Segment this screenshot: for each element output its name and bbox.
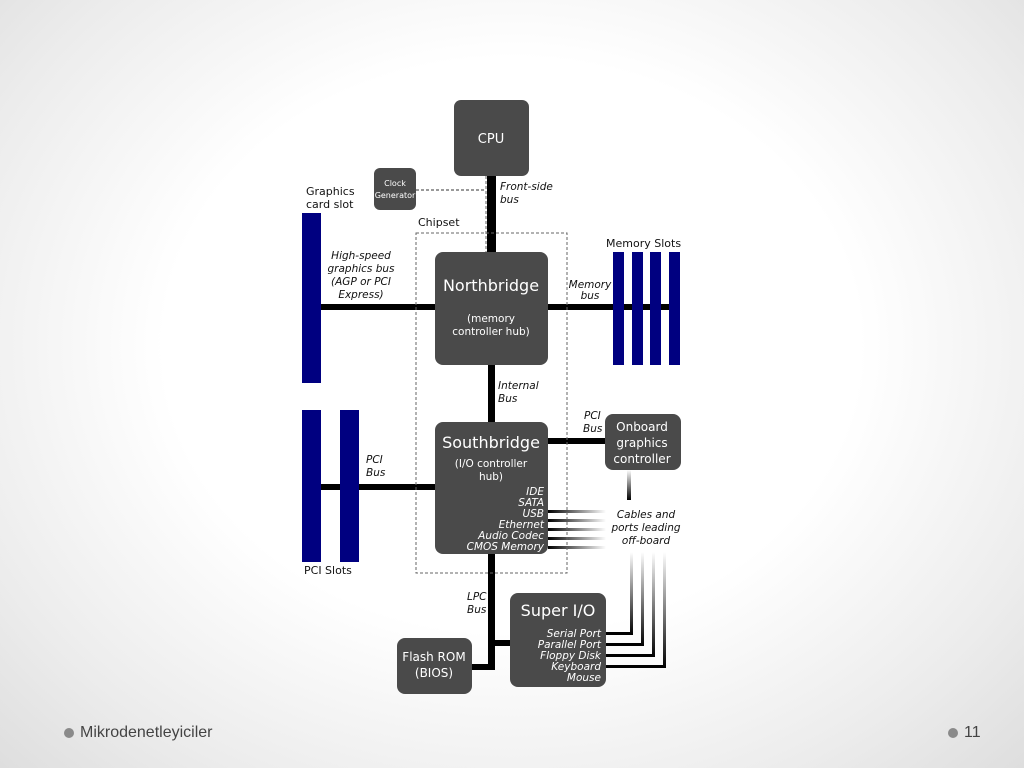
super-io-ports: Serial Port Parallel Port Floppy Disk Ke… bbox=[538, 628, 602, 684]
super-io-box bbox=[510, 593, 606, 687]
internal-bus-label: Internal bbox=[498, 380, 539, 392]
page-number-text: 11 bbox=[964, 724, 981, 741]
memory-slot bbox=[669, 252, 680, 365]
onboard-graphics-label: Onboard bbox=[616, 420, 668, 434]
memory-slot bbox=[650, 252, 661, 365]
northbridge-subtitle: (memory bbox=[467, 313, 515, 325]
pci-bus-right-label: Bus bbox=[583, 423, 603, 435]
port-label: CMOS Memory bbox=[467, 541, 545, 553]
front-side-bus-line bbox=[487, 176, 496, 253]
flash-rom-label: Flash ROM bbox=[402, 650, 465, 664]
pci-bus-right-label: PCI bbox=[584, 410, 601, 422]
flash-rom-box bbox=[397, 638, 472, 694]
footer-title-text: Mikrodenetleyiciler bbox=[80, 724, 213, 741]
memory-slot bbox=[632, 252, 643, 365]
pci-slot bbox=[340, 410, 359, 562]
svg-text:Cables and: Cables and bbox=[617, 509, 676, 521]
southbridge-subtitle: hub) bbox=[479, 471, 503, 483]
svg-text:Express): Express) bbox=[338, 289, 383, 301]
port-label: Parallel Port bbox=[538, 639, 602, 651]
clock-generator-label: Generator bbox=[375, 191, 416, 200]
super-io-title: Super I/O bbox=[521, 601, 596, 620]
chipset-label: Chipset bbox=[418, 216, 460, 229]
slide-page-number: 11 bbox=[948, 722, 981, 744]
port-label: IDE bbox=[526, 486, 544, 498]
northbridge-box bbox=[435, 252, 548, 365]
pci-bus-left-label: Bus bbox=[366, 467, 386, 479]
lpc-to-superio-line bbox=[488, 640, 512, 646]
internal-bus-line bbox=[488, 365, 495, 423]
graphics-card-slot-label: Graphics bbox=[306, 185, 355, 198]
internal-bus-label: Bus bbox=[498, 393, 518, 405]
northbridge-title: Northbridge bbox=[443, 276, 539, 295]
onboard-graphics-label: graphics bbox=[616, 436, 667, 450]
svg-text:off-board: off-board bbox=[622, 535, 671, 547]
front-side-bus-label: bus bbox=[500, 194, 519, 206]
slide-footer-title: Mikrodenetleyiciler bbox=[64, 722, 213, 744]
flash-rom-label: (BIOS) bbox=[415, 666, 453, 680]
graphics-card-slot bbox=[302, 213, 321, 383]
bullet-icon bbox=[64, 728, 74, 738]
clock-generator-label: Clock bbox=[384, 179, 406, 188]
cpu-label: CPU bbox=[478, 132, 504, 147]
graphics-bus-line bbox=[320, 304, 436, 310]
memory-bus-label: bus bbox=[581, 290, 600, 302]
lpc-bus-label: LPC bbox=[467, 591, 487, 603]
southbridge-port-lines bbox=[548, 510, 606, 549]
northbridge-subtitle: controller hub) bbox=[452, 326, 530, 338]
lpc-bus-label: Bus bbox=[467, 604, 487, 616]
graphics-card-slot-label: card slot bbox=[306, 198, 354, 211]
clock-generator-box bbox=[374, 168, 416, 210]
pci-slots bbox=[302, 410, 359, 562]
port-label: Audio Codec bbox=[477, 530, 544, 542]
svg-text:High-speed: High-speed bbox=[331, 250, 391, 262]
port-label: Serial Port bbox=[547, 628, 602, 640]
lpc-to-flash-line bbox=[472, 664, 495, 670]
svg-text:graphics bus: graphics bus bbox=[327, 263, 395, 275]
high-speed-bus-label: High-speed graphics bus (AGP or PCI Expr… bbox=[327, 250, 395, 301]
bullet-icon bbox=[948, 728, 958, 738]
cpu-box bbox=[454, 100, 529, 176]
southbridge-subtitle: (I/O controller bbox=[455, 458, 528, 470]
southbridge-title: Southbridge bbox=[442, 433, 540, 452]
southbridge-box bbox=[435, 422, 548, 554]
front-side-bus-label: Front-side bbox=[500, 181, 553, 193]
memory-slot bbox=[613, 252, 624, 365]
pci-bus-line-right bbox=[548, 438, 606, 444]
memory-slots bbox=[613, 252, 680, 365]
pci-slots-label: PCI Slots bbox=[304, 564, 352, 577]
svg-text:ports leading: ports leading bbox=[610, 522, 680, 534]
lpc-bus-line bbox=[488, 554, 495, 670]
port-label: USB bbox=[522, 508, 544, 520]
cables-label: Cables and ports leading off-board bbox=[610, 509, 680, 547]
onboard-graphics-cable bbox=[627, 470, 631, 500]
southbridge-ports: IDE SATA USB Ethernet Audio Codec CMOS M… bbox=[467, 486, 545, 553]
memory-slots-label: Memory Slots bbox=[606, 237, 681, 250]
memory-bus-label: Memory bbox=[569, 279, 612, 291]
port-label: Floppy Disk bbox=[540, 650, 602, 662]
port-label: SATA bbox=[518, 497, 544, 509]
pci-slot bbox=[302, 410, 321, 562]
superio-port-lines bbox=[604, 552, 666, 668]
port-label: Keyboard bbox=[551, 661, 601, 673]
svg-text:(AGP or PCI: (AGP or PCI bbox=[331, 276, 391, 288]
onboard-graphics-box bbox=[605, 414, 681, 470]
onboard-graphics-label: controller bbox=[613, 452, 670, 466]
chipset-boundary bbox=[415, 232, 568, 574]
pci-bus-line-left bbox=[320, 484, 436, 490]
pci-bus-left-label: PCI bbox=[366, 454, 383, 466]
port-label: Mouse bbox=[567, 672, 601, 684]
port-label: Ethernet bbox=[499, 519, 545, 531]
